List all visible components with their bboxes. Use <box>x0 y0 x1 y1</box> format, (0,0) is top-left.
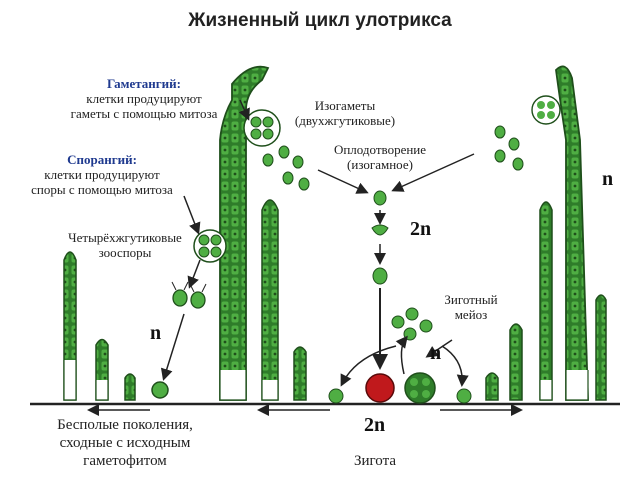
filament-left-3 <box>124 373 136 401</box>
isogametes-line-2: (двухжгутиковые) <box>294 113 396 128</box>
ploidy-n-meiosis: n <box>430 342 442 364</box>
asexual-generations-label: Бесполые поколения, сходные с исходным г… <box>20 416 230 470</box>
zoospores-label: Четырёхжгутиковые зооспоры <box>50 230 200 260</box>
filament-right-5 <box>595 294 607 401</box>
zygote-label: Зигота <box>353 453 397 469</box>
fertilization-line-1: Оплодотворение <box>333 142 427 157</box>
meiosis-label: Зиготный мейоз <box>426 292 516 322</box>
main-right-filament <box>555 65 589 401</box>
asexual-line-1: Бесполые поколения, <box>57 417 193 433</box>
isogametes-left <box>262 145 310 191</box>
filament-right-3 <box>509 323 523 401</box>
sporangium-label: Спорангий: клетки продуцируют споры с по… <box>22 152 182 197</box>
zoospores-line-2: зооспоры <box>98 245 152 260</box>
isogametes-right <box>494 125 524 171</box>
right-filaments <box>485 65 607 401</box>
sporangium-title: Спорангий: <box>67 152 137 167</box>
fertilization-line-2: (изогамное) <box>347 157 413 172</box>
asexual-line-2: сходные с исходным <box>59 435 191 451</box>
left-filaments <box>63 251 169 401</box>
main-left-filament-base <box>219 370 247 401</box>
gametangium-line-2: гаметы с помощью митоза <box>70 106 218 121</box>
gametangium-label: Гаметангий: клетки продуцируют гаметы с … <box>64 76 224 121</box>
fusing-gametes <box>371 224 389 236</box>
sporangium-line-2: споры с помощью митоза <box>31 182 173 197</box>
filament-short-mid <box>293 346 307 401</box>
gametangium-line-1: клетки продуцируют <box>86 91 202 106</box>
isogametes-label: Изогаметы (двухжгутиковые) <box>280 98 410 128</box>
ploidy-n-left: n <box>150 322 162 344</box>
filament-right-4 <box>485 372 499 401</box>
isogametes-line-1: Изогаметы <box>314 98 376 113</box>
filament-left-2-base <box>95 380 109 401</box>
meiosis-products <box>328 307 472 404</box>
zoospores-line-1: Четырёхжгутиковые <box>68 230 182 245</box>
diagram-title: Жизненный цикл улотрикса <box>188 10 452 31</box>
sporangium-line-1: клетки продуцируют <box>44 167 160 182</box>
cycle-arrows <box>87 99 523 416</box>
meiosis-line-2: мейоз <box>454 307 488 322</box>
zoospores <box>171 281 207 309</box>
filament-left-1-base <box>63 360 77 401</box>
main-left-filament <box>193 65 307 401</box>
fertilization-sequence <box>371 190 389 370</box>
gametangium-title: Гаметангий: <box>106 76 181 91</box>
main-left-filament-body <box>219 65 270 401</box>
gametangium-vesicle <box>243 109 281 147</box>
fertilization-label: Оплодотворение (изогамное) <box>320 142 440 172</box>
ploidy-2n-top: 2n <box>410 218 432 240</box>
filament-right-2 <box>539 201 553 401</box>
germling-left <box>151 381 169 399</box>
right-gametangium <box>531 95 561 125</box>
asexual-line-3: гаметофитом <box>83 453 167 469</box>
ploidy-n-right: n <box>602 168 614 190</box>
meiosis-line-1: Зиготный <box>444 292 498 307</box>
ploidy-2n-bottom: 2n <box>364 414 386 436</box>
zygote-circle <box>365 373 395 403</box>
filament-right-of-main <box>261 199 279 401</box>
